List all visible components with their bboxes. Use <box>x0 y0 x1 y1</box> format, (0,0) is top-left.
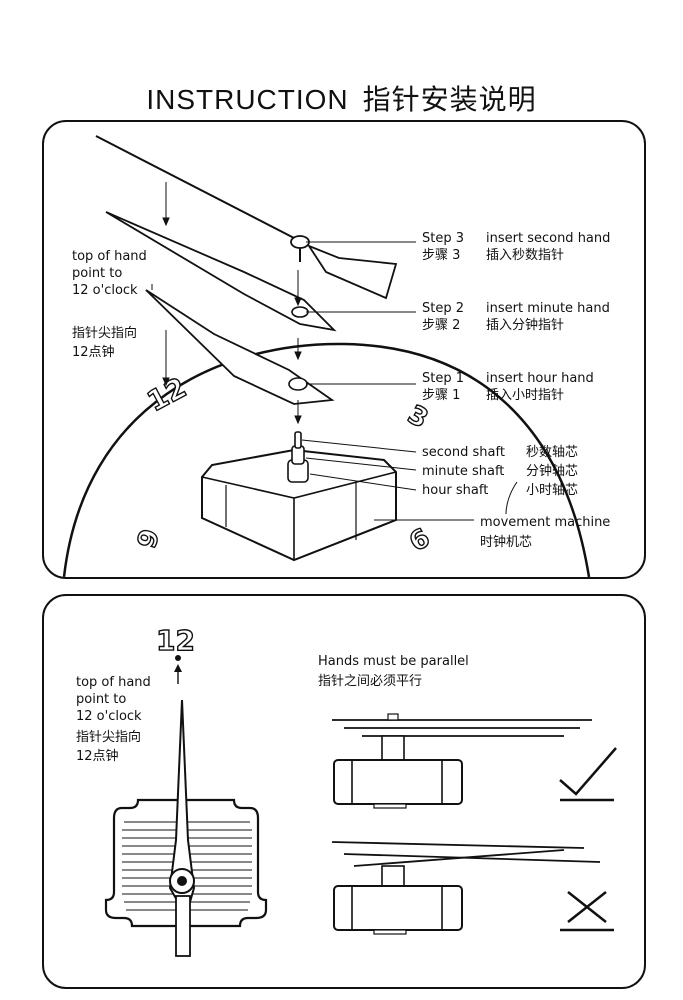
svg-text:3: 3 <box>403 400 433 435</box>
movement-cn: 时钟机芯 <box>480 535 533 550</box>
side-view-wrong <box>331 841 601 935</box>
step-2-en: Step 2 <box>422 301 465 316</box>
up-arrow-head <box>174 664 182 672</box>
step-3-cn-action: 插入秒数指针 <box>486 248 565 263</box>
clock-dial-arc <box>62 342 591 577</box>
minute-shaft-cn: 分钟轴芯 <box>526 464 579 479</box>
movement-machine <box>201 431 397 562</box>
minute-hand <box>105 211 337 332</box>
second-hand <box>95 135 398 300</box>
minute-shaft-en: minute shaft <box>422 464 505 479</box>
title-en: INSTRUCTION <box>146 84 349 115</box>
step-3-en: Step 3 <box>422 231 465 246</box>
leader-lines <box>301 241 518 521</box>
side-view-correct <box>332 713 592 809</box>
parallel-cn: 指针之间必须平行 <box>318 674 423 689</box>
assembly-steps-panel: 12 3 9 6 <box>42 120 646 579</box>
second-shaft-cn: 秒数轴芯 <box>526 445 579 460</box>
dial-number-3: 3 <box>402 399 433 435</box>
top-note-en-2: top of hand point to 12 o'clock <box>76 674 151 725</box>
top-note-en-line3: 12 o'clock <box>72 283 138 298</box>
top-note-en-line1: top of hand <box>72 249 147 264</box>
twelve-dot <box>175 655 181 661</box>
top-note-cn-2-line1: 指针尖指向 <box>76 730 142 745</box>
title-cn: 指针安装说明 <box>362 84 537 115</box>
alignment-panel: 12 <box>42 594 646 989</box>
alignment-illustration: 12 <box>104 623 617 957</box>
step-2-en-action: insert minute hand <box>486 301 610 316</box>
parallel-en: Hands must be parallel <box>318 654 469 669</box>
step-1-cn: 步骤 1 <box>422 388 461 403</box>
check-icon <box>559 747 617 802</box>
top-note-cn-line1: 指针尖指向 <box>72 326 138 341</box>
step-3-cn: 步骤 3 <box>422 248 461 263</box>
top-note-en-2-line2: point to <box>76 692 127 707</box>
top-note-cn-line2: 12点钟 <box>72 345 115 360</box>
parallel-note: Hands must be parallel 指针之间必须平行 <box>318 652 469 692</box>
step-1-label: Step 1 insert hour hand 步骤 1 插入小时指针 <box>422 370 594 404</box>
step-1-en-action: insert hour hand <box>486 371 594 386</box>
cross-icon <box>560 891 614 932</box>
top-note-en: top of hand point to 12 o'clock <box>72 248 147 299</box>
insert-arrows <box>151 182 302 425</box>
top-note-cn-2-line2: 12点钟 <box>76 749 119 764</box>
step-3-label: Step 3 insert second hand 步骤 3 插入秒数指针 <box>422 230 610 264</box>
movement-en: movement machine <box>480 515 611 530</box>
top-note-en-2-line3: 12 o'clock <box>76 709 142 724</box>
twelve-label: 12 <box>156 624 195 657</box>
step-2-cn-action: 插入分钟指针 <box>486 318 565 333</box>
assembly-illustration: 12 3 9 6 <box>62 135 591 577</box>
shaft-labels: second shaft 秒数轴芯 minute shaft 分钟轴芯 hour s… <box>422 443 578 500</box>
top-note-cn-2: 指针尖指向 12点钟 <box>76 728 141 766</box>
hour-shaft-en: hour shaft <box>422 483 489 498</box>
step-2-cn: 步骤 2 <box>422 318 461 333</box>
step-3-en-action: insert second hand <box>486 231 611 246</box>
dial-number-6: 6 <box>404 522 436 558</box>
step-2-label: Step 2 insert minute hand 步骤 2 插入分钟指针 <box>422 300 610 334</box>
movement-front <box>104 699 268 957</box>
top-note-en-2-line1: top of hand <box>76 675 151 690</box>
dial-number-9: 9 <box>131 525 167 553</box>
page-title: INSTRUCTION 指针安装说明 <box>0 78 683 118</box>
step-1-cn-action: 插入小时指针 <box>486 388 565 403</box>
top-note-en-line2: point to <box>72 266 123 281</box>
top-note-cn: 指针尖指向 12点钟 <box>72 324 137 362</box>
hour-shaft-cn: 小时轴芯 <box>526 483 579 498</box>
step-1-en: Step 1 <box>422 371 465 386</box>
svg-text:6: 6 <box>405 523 436 558</box>
second-shaft-en: second shaft <box>422 445 505 460</box>
svg-text:9: 9 <box>132 526 166 552</box>
movement-label: movement machine 时钟机芯 <box>480 513 610 553</box>
